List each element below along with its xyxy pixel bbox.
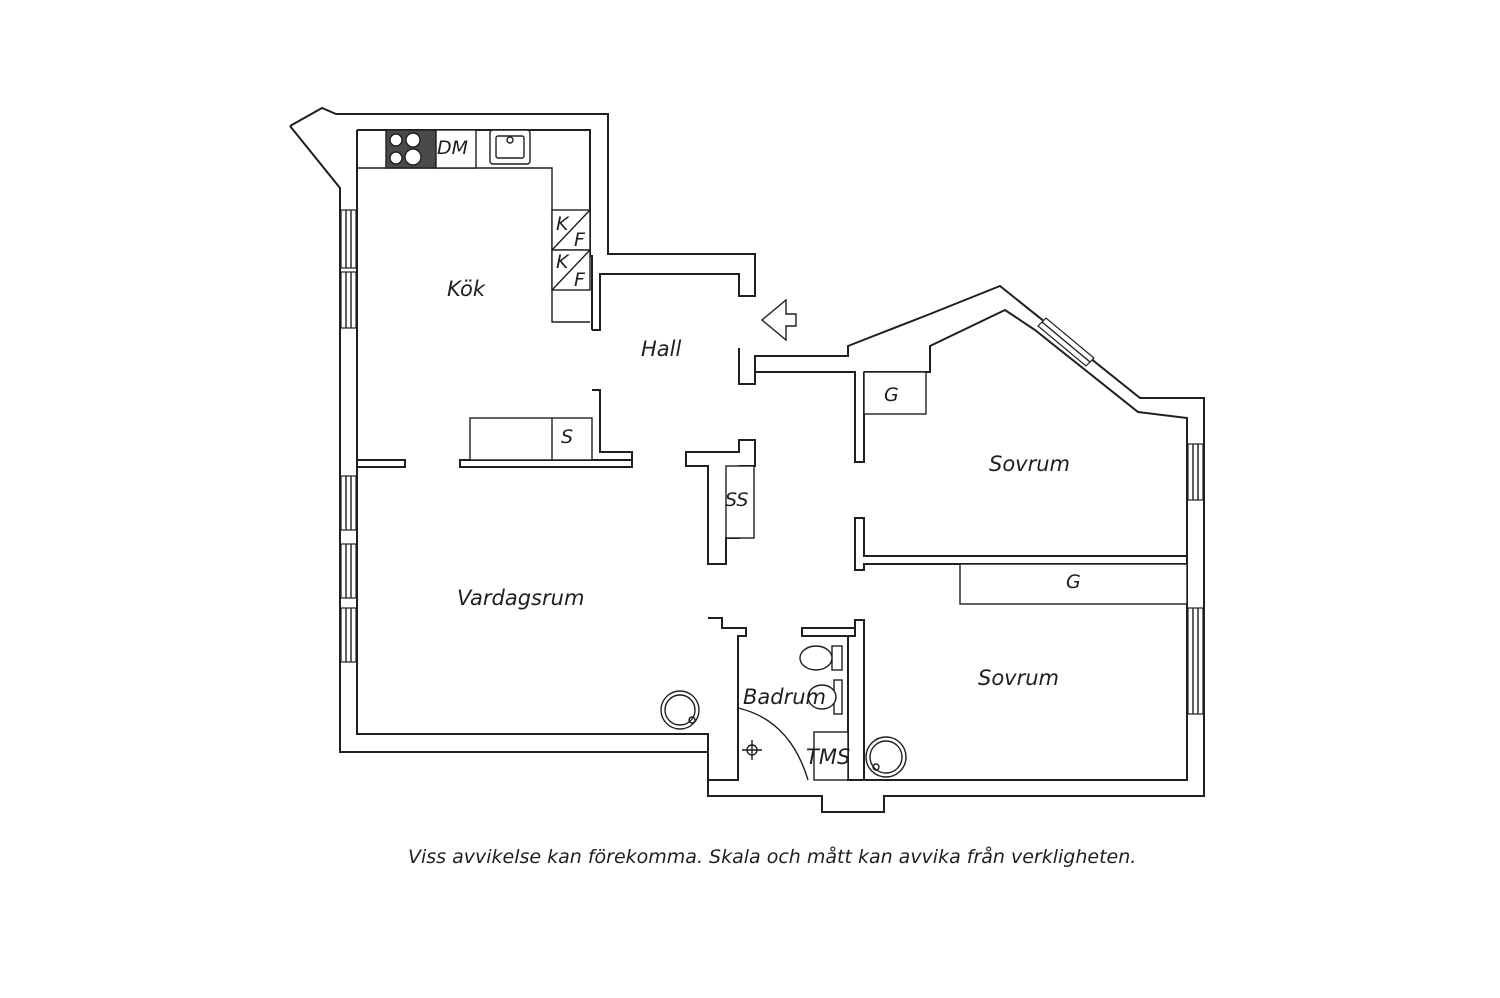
windows [340,209,1204,715]
dishwasher-label: DM [437,137,468,159]
storage-label: SS [725,489,748,511]
room-label-bedroom: Sovrum [978,666,1059,690]
room-label-kitchen: Kök [447,277,486,301]
room-label-living: Vardagsrum [457,586,584,610]
toilet-tank-icon [831,645,843,671]
freezer-label: F [574,229,586,251]
round-fixtures [660,690,907,778]
freezer-label: F [574,269,586,291]
bathroom-fixtures [737,645,849,781]
stove-burner-icon [389,151,403,165]
stove-burner-icon [389,133,403,147]
storage-label: S [561,426,573,448]
sink-icon [807,684,837,710]
kitchen-counter [357,129,591,323]
entrance-arrow-icon [760,298,797,342]
fridge-label: K [556,213,570,235]
sink-icon [489,129,531,165]
fridge-label: K [556,251,570,273]
disclaimer-text: Viss avvikelse kan förekomma. Skala och … [408,846,1137,868]
room-label-hall: Hall [641,337,681,361]
stove-round-icon [660,690,700,730]
shower-curtain-icon [737,707,809,781]
stove-burner-icon [405,132,421,148]
washer-dryer-label: TMS [806,745,850,769]
room-label-bedroom: Sovrum [989,452,1070,476]
wardrobe-label: G [884,384,899,406]
room-label-bathroom: Badrum [743,685,826,709]
toilet-icon [799,645,833,671]
stove-round-icon [865,736,907,778]
stove-burner-icon [404,148,422,166]
wardrobe-label: G [1066,571,1081,593]
storage-units [469,371,1188,605]
